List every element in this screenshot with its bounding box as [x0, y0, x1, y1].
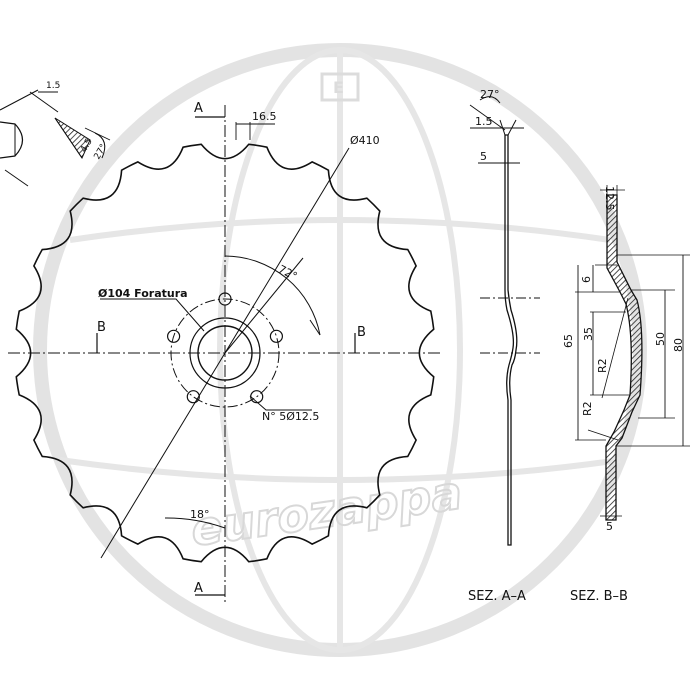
label-bore: Ø104 Foratura [98, 287, 188, 300]
label-angle-72: 72° [276, 263, 299, 284]
bolt-hole [218, 292, 232, 306]
sec-b-label-r2-top: R2 [596, 358, 609, 373]
bolt-hole [186, 390, 200, 404]
sec-b-label-80: 80 [672, 338, 685, 352]
logo-letter: E [333, 78, 344, 97]
sec-b-label-6: 6 [580, 276, 593, 283]
holes-leader [249, 395, 312, 411]
sec-b-label-r2-bottom: R2 [581, 401, 594, 416]
disc-front-view [8, 105, 440, 605]
section-mark-a-top: A [194, 101, 203, 116]
sec-b-label-5: 5 [606, 520, 613, 533]
sec-b-label-12-5: 12.5 [603, 186, 616, 211]
bolt-circle [170, 298, 280, 408]
label-holes: N° 5Ø12.5 [262, 410, 319, 423]
hub-ring [189, 317, 261, 389]
sec-a-label-1-5: 1.5 [475, 115, 493, 128]
label-diameter: Ø410 [350, 134, 380, 147]
bolt-hole [167, 329, 181, 343]
angle-72-ray [224, 257, 304, 354]
center-bore [197, 325, 253, 381]
sec-b-label-65: 65 [562, 334, 575, 348]
label-angle-18: 18° [190, 508, 210, 521]
edge-detail [0, 89, 111, 187]
label-notch-width: 16.5 [252, 110, 277, 123]
section-a-profile [504, 134, 518, 546]
sec-b-label-35: 35 [582, 327, 595, 341]
disc-outline [15, 143, 435, 563]
angle-18-arc [164, 517, 226, 529]
caption-section-b: SEZ. B–B [570, 589, 628, 604]
section-mark-a-bottom: A [194, 581, 203, 596]
watermark: E eurozappa [33, 43, 647, 657]
sec-a-label-5: 5 [480, 150, 487, 163]
detail-label-1-5: 1.5 [46, 81, 60, 91]
bolt-hole [269, 329, 283, 343]
sec-a-label-27: 27° [480, 88, 500, 101]
logo-mark [320, 72, 360, 102]
caption-section-a: SEZ. A–A [468, 589, 526, 604]
section-mark-b-right: B [357, 325, 366, 340]
sec-b-label-50: 50 [654, 332, 667, 346]
section-b-b-view [575, 185, 690, 521]
bore-leader [100, 298, 205, 332]
angle-72-arc [224, 255, 321, 336]
section-mark-b-left: B [97, 320, 106, 335]
section-a-a-view [469, 96, 540, 546]
